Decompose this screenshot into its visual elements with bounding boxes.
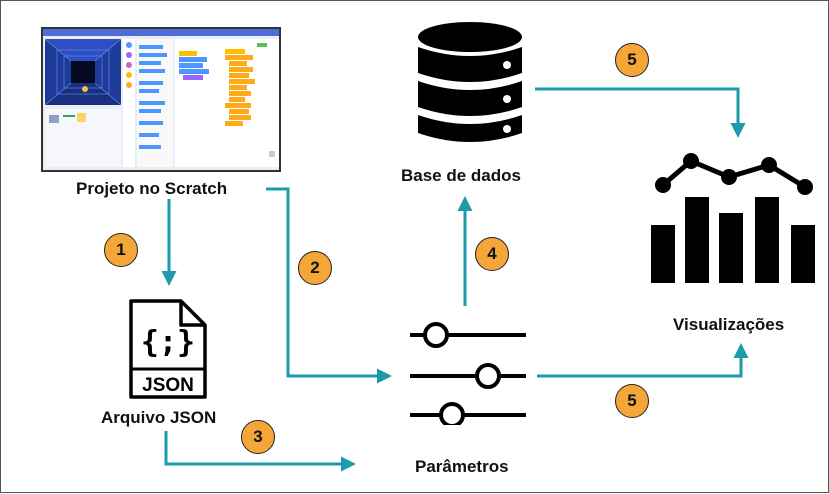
visualizations-label: Visualizações bbox=[673, 315, 785, 334]
database-icon bbox=[418, 22, 522, 142]
json-icon-text: JSON bbox=[142, 375, 194, 396]
json-file-icon: {;} JSON bbox=[129, 299, 207, 399]
parameters-label: Parâmetros bbox=[415, 457, 509, 476]
step-badge-4: 4 bbox=[475, 237, 509, 271]
step-badge-3: 3 bbox=[241, 420, 275, 454]
scratch-project-label: Projeto no Scratch bbox=[76, 179, 228, 198]
step-badge-5-bottom: 5 bbox=[615, 384, 649, 418]
arrow-step-5-top bbox=[535, 87, 746, 138]
scratch-screenshot bbox=[41, 27, 281, 172]
arrow-step-3 bbox=[164, 431, 356, 472]
arrow-step-2 bbox=[266, 187, 392, 384]
sliders-icon bbox=[410, 322, 526, 425]
database-label: Base de dados bbox=[401, 166, 521, 185]
arrow-step-5-bottom bbox=[537, 343, 749, 378]
step-badge-2: 2 bbox=[298, 251, 332, 285]
step-badge-1: 1 bbox=[104, 233, 138, 267]
step-badge-5-top: 5 bbox=[615, 43, 649, 77]
bar-line-chart-icon bbox=[651, 153, 815, 283]
json-braces-glyph: {;} bbox=[141, 325, 195, 360]
json-file-label: Arquivo JSON bbox=[101, 408, 217, 427]
